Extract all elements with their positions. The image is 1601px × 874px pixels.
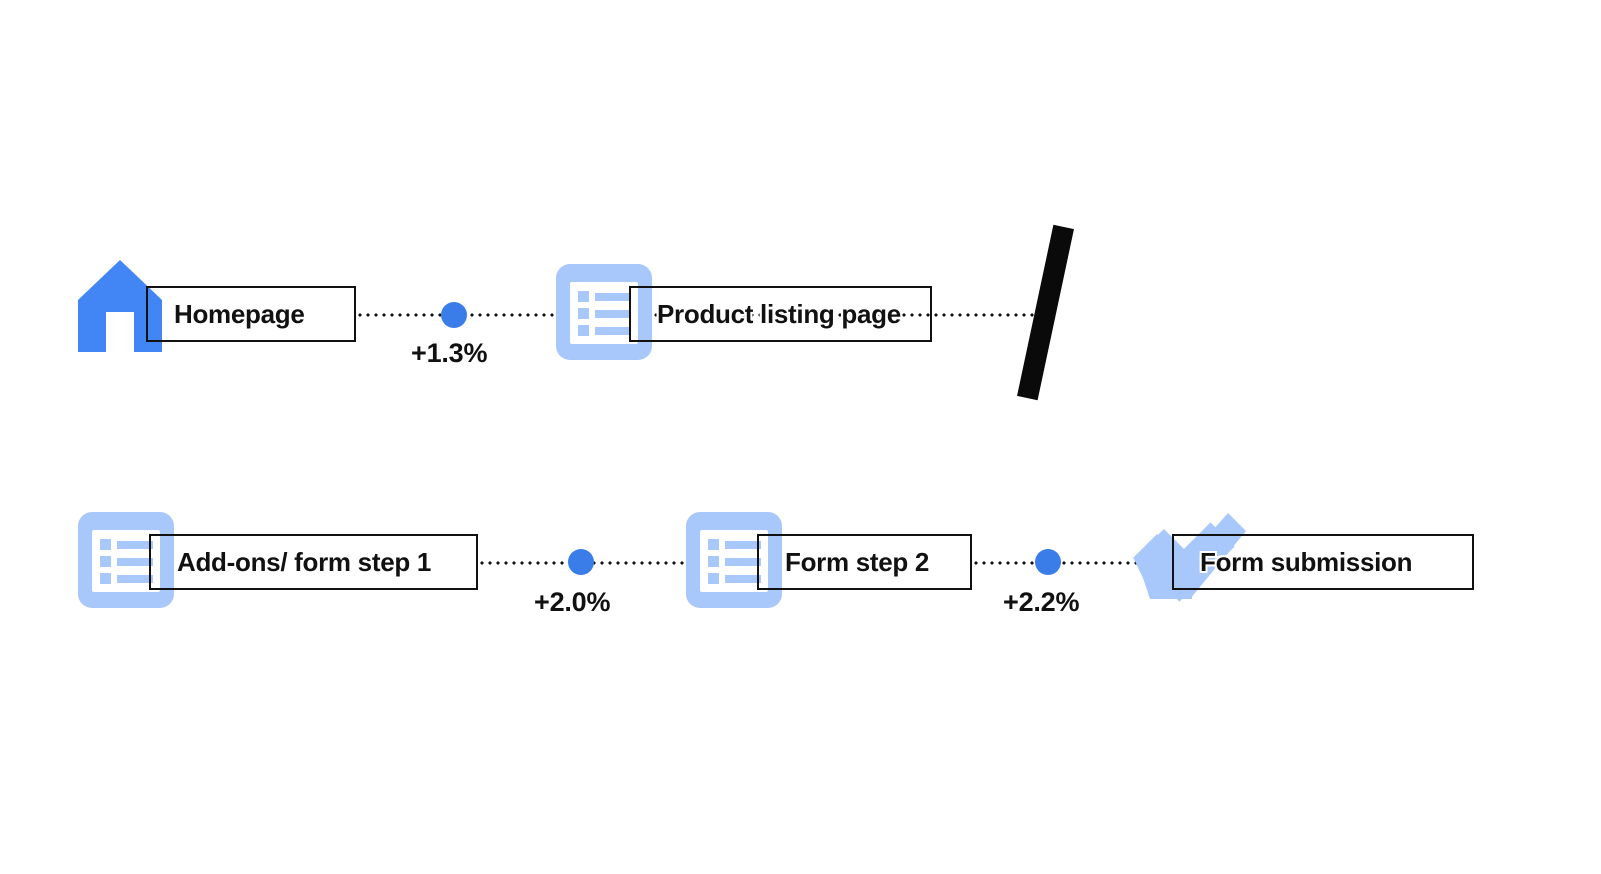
step-label-form-submission: Form submission <box>1200 546 1413 577</box>
milestone-dot-3[interactable] <box>1035 549 1061 575</box>
uplift-label-3: +2.2% <box>1003 587 1080 617</box>
connector-line-plp-to-break <box>932 313 1052 317</box>
step-box-add-ons-form-step-1[interactable]: Add-ons/ form step 1 <box>149 534 478 590</box>
connector-line-formstep2-to-submission <box>972 561 1172 565</box>
step-box-homepage[interactable]: Homepage <box>146 286 356 342</box>
milestone-dot-2[interactable] <box>568 549 594 575</box>
home-icon <box>78 260 162 352</box>
step-box-product-listing-page[interactable]: Product listing page <box>629 286 932 342</box>
step-box-form-submission[interactable]: Form submission <box>1172 534 1474 590</box>
step-box-form-step-2[interactable]: Form step 2 <box>757 534 972 590</box>
uplift-label-1: +1.3% <box>411 338 488 368</box>
milestone-dot-1[interactable] <box>441 302 467 328</box>
step-label-homepage: Homepage <box>174 298 305 329</box>
step-label-add-ons-form-step-1: Add-ons/ form step 1 <box>177 546 432 577</box>
uplift-label-2: +2.0% <box>534 587 611 617</box>
step-label-form-step-2: Form step 2 <box>785 546 930 577</box>
step-label-product-listing-page: Product listing page <box>657 298 901 329</box>
connector-line-addons-to-formstep2 <box>478 561 756 565</box>
list-document-icon <box>556 264 652 360</box>
